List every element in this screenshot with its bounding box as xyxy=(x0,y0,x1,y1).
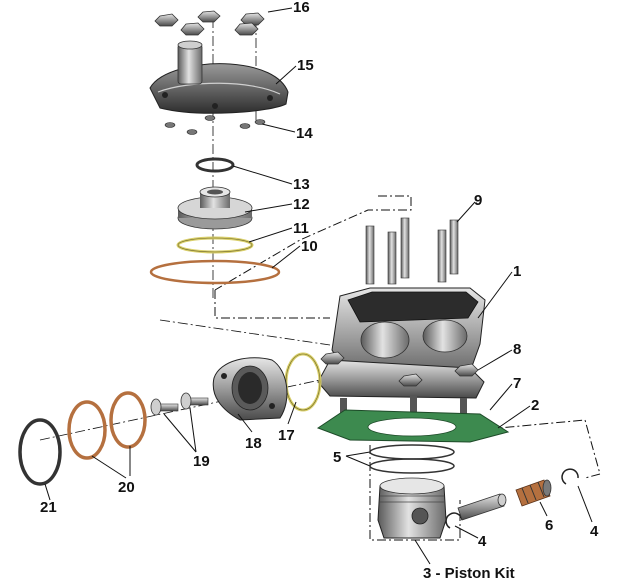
callout-3-piston-kit: 3 - Piston Kit xyxy=(423,565,515,582)
part-13-o-ring xyxy=(195,157,235,173)
callout-2: 2 xyxy=(531,397,539,414)
callout-18: 18 xyxy=(245,435,262,452)
callout-12: 12 xyxy=(293,196,310,213)
callout-6: 6 xyxy=(545,517,553,534)
part-8-cylinder-nuts xyxy=(320,351,479,387)
part-19-bolts xyxy=(150,392,209,416)
part-14-washers xyxy=(164,115,266,135)
part-15-head-cover xyxy=(149,40,289,114)
part-5-piston-rings xyxy=(369,444,455,474)
callout-15: 15 xyxy=(297,57,314,74)
callout-9: 9 xyxy=(474,192,482,209)
part-4-circlip-right xyxy=(561,468,579,485)
callout-4-left: 4 xyxy=(478,533,487,550)
part-9-studs xyxy=(365,217,459,285)
part-20-exhaust-gasket-2 xyxy=(109,391,147,449)
callout-4-right: 4 xyxy=(590,523,599,540)
part-20-exhaust-gasket-1 xyxy=(67,400,107,460)
callout-21: 21 xyxy=(40,499,57,516)
callout-7: 7 xyxy=(513,375,521,392)
part-3-piston xyxy=(377,477,447,539)
callout-labels: 16 15 14 13 12 11 10 9 1 8 7 2 5 4 4 6 3… xyxy=(40,0,599,582)
part-18-exhaust-flange xyxy=(212,357,288,421)
callout-1: 1 xyxy=(513,263,521,280)
callout-13: 13 xyxy=(293,176,310,193)
callout-17: 17 xyxy=(278,427,295,444)
part-21-steel-ring xyxy=(18,418,62,486)
callout-20: 20 xyxy=(118,479,135,496)
piston-pin xyxy=(457,493,507,521)
callout-10: 10 xyxy=(301,238,318,255)
callout-11: 11 xyxy=(293,220,309,237)
part-6-needle-bearing xyxy=(515,479,552,507)
leader-lines xyxy=(44,7,593,565)
callout-16: 16 xyxy=(293,0,310,16)
callout-14: 14 xyxy=(296,125,313,142)
part-10-head-gasket-ring xyxy=(149,259,281,285)
callout-8: 8 xyxy=(513,341,521,358)
part-12-combustion-insert xyxy=(177,186,253,230)
callout-5: 5 xyxy=(333,449,341,466)
part-16-top-nuts xyxy=(154,10,265,36)
callout-19: 19 xyxy=(193,453,210,470)
